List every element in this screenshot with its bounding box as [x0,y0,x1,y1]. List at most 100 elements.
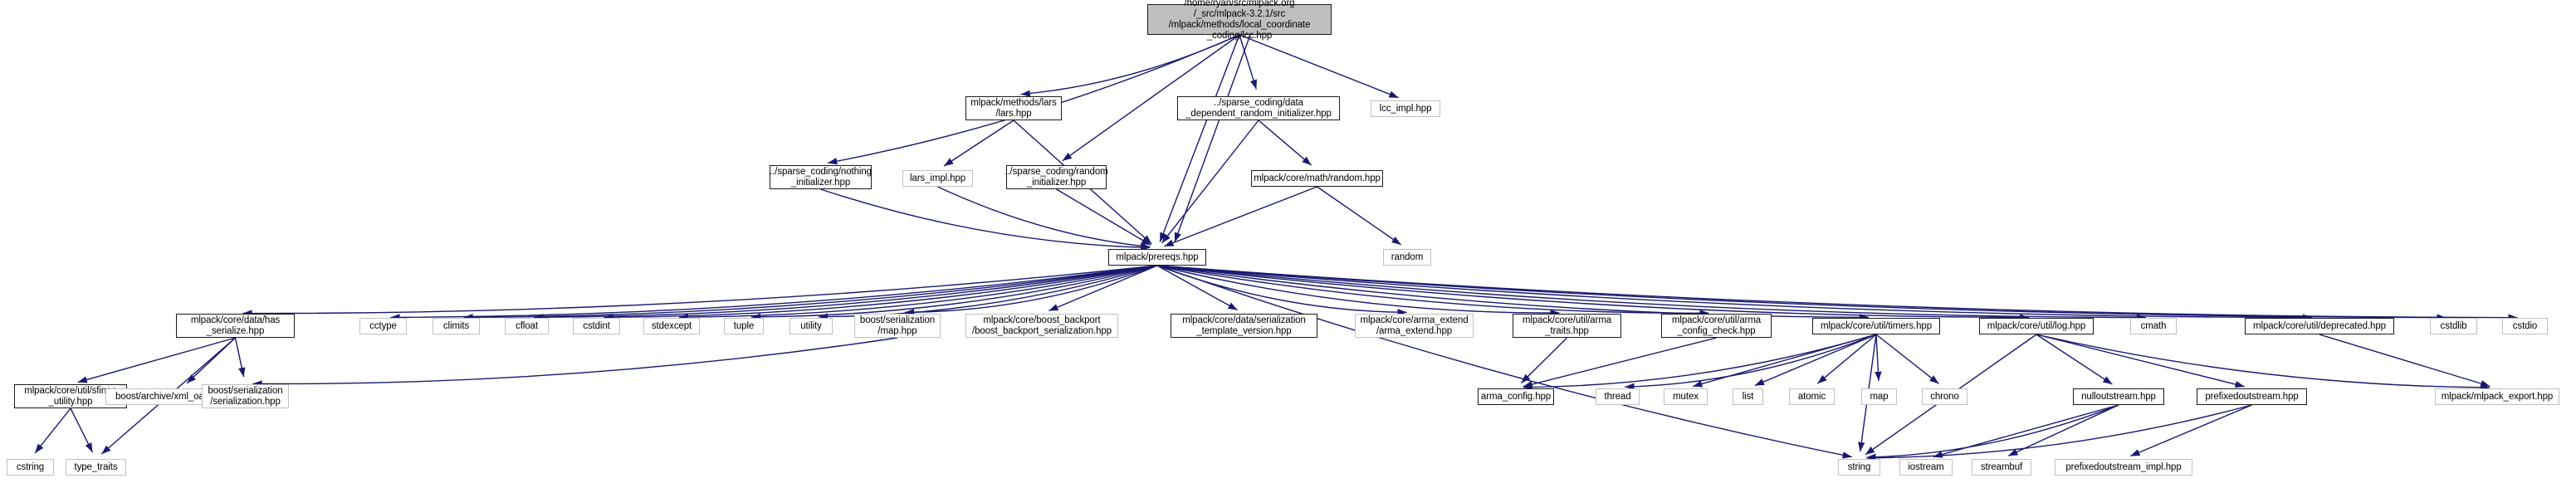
edge-root-to-lars [1020,34,1240,97]
graph-node-iostream[interactable]: iostream [1899,459,1953,476]
edge-log-to-mlpack_export [2036,334,2490,392]
edge-nulloutstream-to-iostream [1933,404,2119,458]
graph-node-mlpack_export[interactable]: mlpack/mlpack_export.hpp [2435,388,2559,405]
graph-node-list[interactable]: list [1733,388,1763,405]
graph-node-cfloat[interactable]: cfloat [505,318,549,334]
edge-prereqs-to-string [1156,265,1852,459]
graph-node-has_serialize[interactable]: mlpack/core/data/has _serialize.hpp [176,314,295,338]
edge-timers-to-arma_config [1523,334,1877,391]
graph-node-random_init[interactable]: ../sparse_coding/random _initializer.hpp [1004,165,1108,189]
graph-node-boost_ser_map[interactable]: boost/serialization /map.hpp [854,314,941,338]
edge-prereqs-to-cctype [390,265,1158,321]
edge-sfinae_utility-to-type_traits [70,407,94,453]
edge-random_init-to-prereqs [1056,188,1151,246]
edge-prereqs-to-climits [463,265,1158,321]
edge-timers-to-mutex [1692,334,1877,388]
edge-has_serialize-to-xml_oarchive [186,337,236,384]
graph-node-arma_extend[interactable]: mlpack/core/arma_extend /arma_extend.hpp [1355,314,1474,338]
graph-node-stdexcept[interactable]: stdexcept [643,318,700,334]
edge-prereqs-to-has_serialize [242,265,1158,317]
edge-prereqs-to-deprecated [1156,265,2313,321]
graph-node-utility[interactable]: utility [789,318,833,334]
graph-node-atomic[interactable]: atomic [1789,388,1835,405]
graph-node-cctype[interactable]: cctype [359,318,407,334]
edge-nothing_init-to-prereqs [820,188,1151,251]
graph-node-cstdint[interactable]: cstdint [573,318,620,334]
graph-node-ser_template_ver[interactable]: mlpack/core/data/serialization _template… [1171,314,1317,338]
edge-has_serialize-to-boost_ser_ser [234,337,246,378]
graph-node-lcc_impl[interactable]: lcc_impl.hpp [1371,100,1440,117]
graph-node-string[interactable]: string [1838,459,1880,476]
graph-node-lars_impl[interactable]: lars_impl.hpp [902,170,973,187]
edge-math_random-to-random [1317,186,1401,246]
graph-node-prefixed_impl[interactable]: prefixedoutstream_impl.hpp [2055,459,2192,476]
edge-timers-to-atomic [1816,334,1877,384]
graph-node-chrono[interactable]: chrono [1922,388,1967,405]
graph-node-cstdio[interactable]: cstdio [2502,318,2548,334]
edge-prereqs-to-arma_traits [1156,265,1560,317]
graph-node-cstdlib[interactable]: cstdlib [2430,318,2477,334]
edge-prereqs-to-boost_ser_map [904,265,1158,316]
graph-node-streambuf[interactable]: streambuf [1972,459,2031,476]
graph-node-type_traits[interactable]: type_traits [66,459,126,476]
graph-node-thread[interactable]: thread [1596,388,1640,405]
graph-node-climits[interactable]: climits [433,318,480,334]
graph-node-arma_config_check[interactable]: mlpack/core/util/arma _config_check.hpp [1661,314,1772,338]
edge-math_random-to-prereqs [1164,186,1317,247]
graph-node-cmath[interactable]: cmath [2130,318,2177,334]
edge-arma_traits-to-arma_config [1520,337,1567,384]
edge-prereqs-to-ser_template_ver [1156,265,1238,311]
edge-prereqs-to-stdexcept [678,265,1158,321]
graph-node-tuple[interactable]: tuple [724,318,764,334]
graph-node-boost_backport[interactable]: mlpack/core/boost_backport /boost_backpo… [965,314,1118,338]
edge-log-to-nulloutstream [2036,334,2113,385]
graph-node-map[interactable]: map [1861,388,1897,405]
edge-nulloutstream-to-string [1866,404,2119,461]
edge-prereqs-to-cstdlib [1156,265,2446,321]
graph-node-random[interactable]: random [1383,249,1431,266]
edge-lars_impl-to-prereqs [937,186,1151,250]
edge-timers-to-thread [1625,334,1877,391]
graph-node-prefixedoutstream[interactable]: prefixedoutstream.hpp [2197,388,2307,405]
graph-node-arma_config[interactable]: arma_config.hpp [1478,388,1554,405]
edge-log-to-prefixedoutstream [2036,334,2245,388]
edge-arma_config_check-to-arma_config [1523,337,1717,388]
graph-node-log[interactable]: mlpack/core/util/log.hpp [1979,318,2094,334]
graph-node-nulloutstream[interactable]: nulloutstream.hpp [2073,388,2164,405]
graph-node-arma_traits[interactable]: mlpack/core/util/arma _traits.hpp [1513,314,1621,338]
edge-timers-to-chrono [1875,334,1939,384]
edge-prereqs-to-cstdint [604,265,1158,321]
graph-node-nothing_init[interactable]: ../sparse_coding/nothing _initializer.hp… [770,165,872,189]
edge-lars-to-lars_impl [943,120,1014,167]
edge-prefixedoutstream-to-prefixed_impl [2130,404,2252,457]
graph-node-cstring[interactable]: cstring [7,459,54,476]
graph-node-timers[interactable]: mlpack/core/util/timers.hpp [1812,318,1940,334]
edge-prereqs-to-timers [1156,265,1870,321]
edge-prereqs-to-tuple [750,265,1158,321]
edge-prereqs-to-cstdio [1156,265,2518,321]
graph-node-boost_ser_ser[interactable]: boost/serialization /serialization.hpp [202,384,289,408]
graph-node-root[interactable]: /home/ryan/src/mlpack.org /_src/mlpack-3… [1147,0,1332,41]
graph-node-mutex[interactable]: mutex [1664,388,1708,405]
edge-root-to-prereqs [1174,34,1251,242]
edge-sfinae_utility-to-cstring [34,407,71,454]
edge-root-to-lcc_impl [1239,34,1399,99]
graph-node-deprecated[interactable]: mlpack/core/util/deprecated.hpp [2245,318,2394,334]
edge-prereqs-to-boost_backport [1048,265,1158,312]
edge-prereqs-to-cfloat [534,265,1158,321]
edge-timers-to-list [1754,334,1877,387]
edge-ddri-to-math_random [1258,120,1312,166]
edge-prereqs-to-arma_config_check [1156,265,1709,317]
graph-node-lars[interactable]: mlpack/methods/lars /lars.hpp [965,96,1062,120]
edge-has_serialize-to-sfinae_utility [77,337,236,383]
graph-node-ddri[interactable]: ../sparse_coding/data _dependent_random_… [1177,96,1340,120]
edge-nulloutstream-to-streambuf [2007,404,2119,456]
graph-node-prereqs[interactable]: mlpack/prereqs.hpp [1108,249,1206,266]
graph-node-math_random[interactable]: mlpack/core/math/random.hpp [1251,170,1383,187]
edge-boost_ser_map-to-boost_ser_ser [252,337,898,388]
edge-prereqs-to-arma_extend [1156,265,1407,316]
edge-root-to-prereqs [1159,34,1240,242]
edge-prefixedoutstream-to-string [1866,404,2252,461]
